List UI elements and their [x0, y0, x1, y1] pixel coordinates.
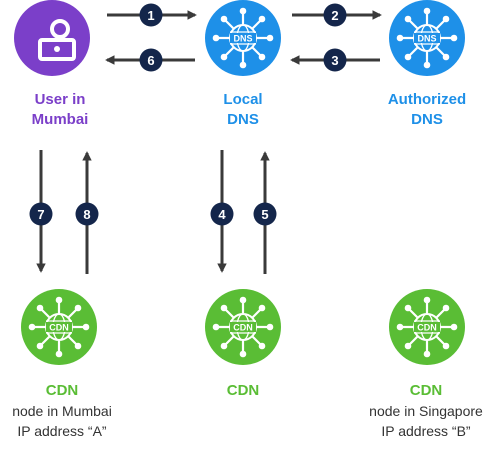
- cdn-mumbai-title: CDN: [45, 382, 79, 399]
- cdn-singapore-glyph: CDN: [417, 323, 437, 333]
- user-icon: [14, 0, 90, 76]
- step-badge-7: 7: [29, 202, 53, 226]
- step-badge-3: 3: [323, 48, 347, 72]
- cdn-center-label: CDN: [185, 381, 301, 401]
- step-badge-5: 5: [253, 202, 277, 226]
- local-dns-label: Local DNS: [185, 90, 301, 130]
- step-badge-4: 4: [210, 202, 234, 226]
- cdn-center-title: CDN: [226, 382, 260, 399]
- cdn-singapore-label: CDN node in Singapore IP address “B”: [352, 381, 500, 441]
- step-badge-6: 6: [139, 48, 163, 72]
- authorized-dns-title: Authorized DNS: [387, 91, 467, 128]
- cdn-center-glyph: CDN: [233, 323, 253, 333]
- step-number-1: 1: [147, 8, 154, 23]
- step-number-4: 4: [218, 207, 226, 222]
- user-title: User in Mumbai: [31, 91, 89, 128]
- step-badge-8: 8: [75, 202, 99, 226]
- step-number-6: 6: [147, 53, 154, 68]
- step-number-5: 5: [261, 207, 268, 222]
- cdn-mumbai-icon: CDN: [21, 289, 97, 365]
- cdn-singapore-title: CDN: [409, 382, 443, 399]
- step-number-2: 2: [331, 8, 338, 23]
- step-number-8: 8: [83, 207, 90, 222]
- cdn-singapore-icon: CDN: [389, 289, 465, 365]
- step-number-3: 3: [331, 53, 338, 68]
- cdn-mumbai-location: node in Mumbai: [12, 403, 112, 419]
- cdn-singapore-ip: IP address “B”: [381, 423, 471, 439]
- authorized-dns-label: Authorized DNS: [361, 90, 493, 130]
- local-dns-icon: DNS: [205, 0, 281, 76]
- cdn-center-icon: CDN: [205, 289, 281, 365]
- step-badge-2: 2: [323, 3, 347, 27]
- authorized-dns-icon: DNS: [389, 0, 465, 76]
- step-number-7: 7: [37, 207, 44, 222]
- cdn-mumbai-ip: IP address “A”: [17, 423, 107, 439]
- step-badge-1: 1: [139, 3, 163, 27]
- authorized-dns-glyph: DNS: [417, 34, 436, 44]
- local-dns-glyph: DNS: [233, 34, 252, 44]
- cdn-mumbai-label: CDN node in Mumbai IP address “A”: [0, 381, 124, 441]
- cdn-mumbai-glyph: CDN: [49, 323, 69, 333]
- local-dns-title: Local DNS: [223, 91, 263, 128]
- user-label: User in Mumbai: [2, 90, 118, 130]
- cdn-singapore-location: node in Singapore: [369, 403, 483, 419]
